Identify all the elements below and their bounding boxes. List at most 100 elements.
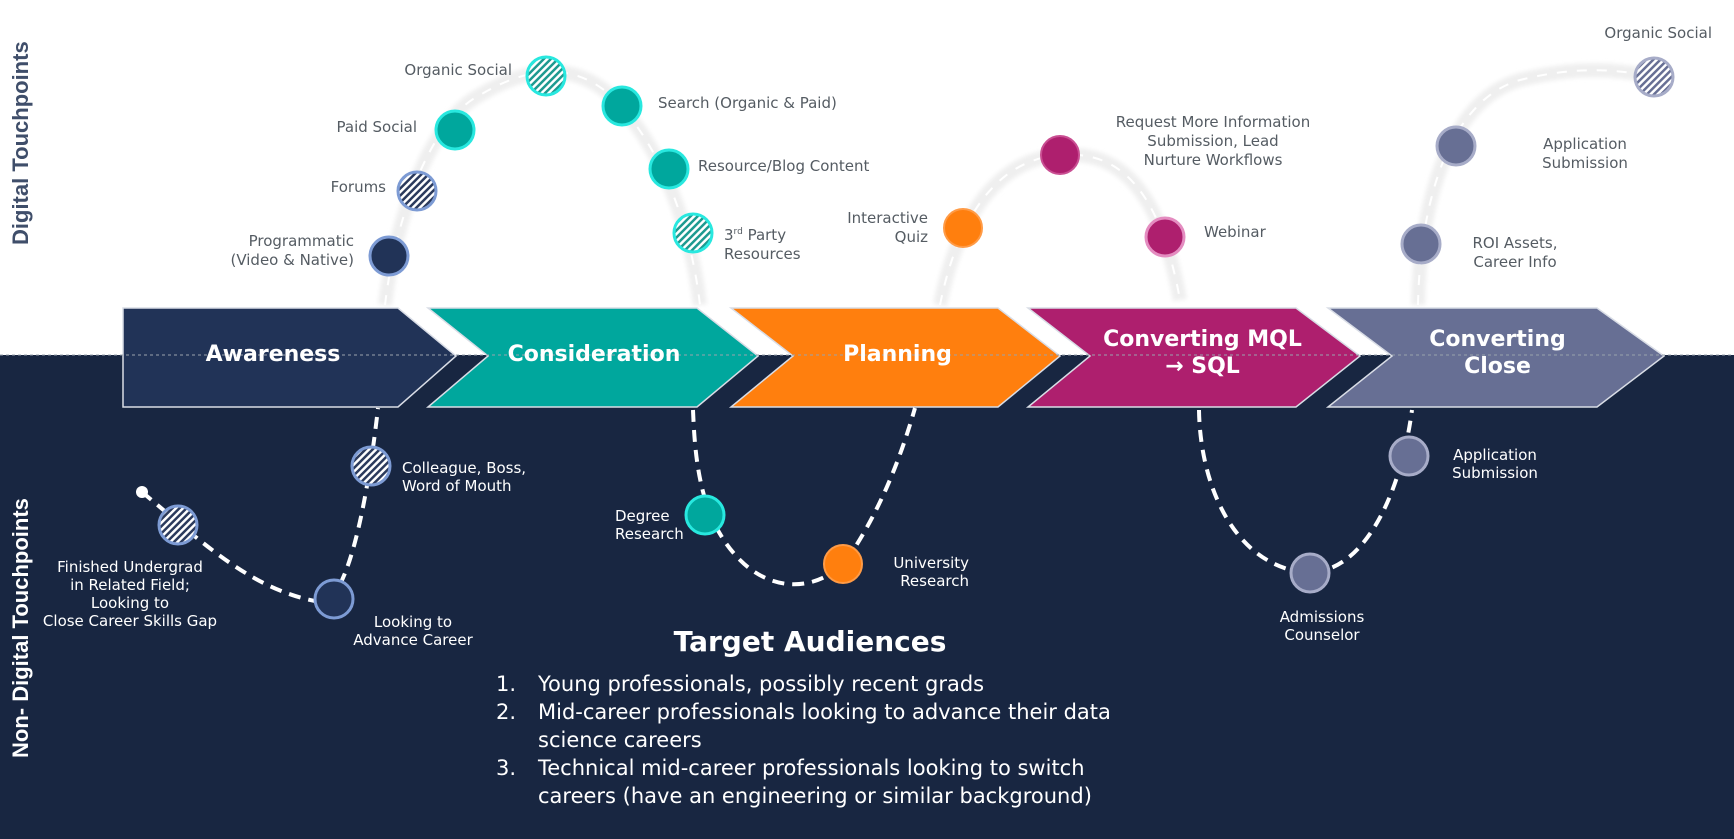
- touchpoint-paid-social[interactable]: [434, 109, 476, 151]
- label-roi-line1: ROI Assets,: [1472, 234, 1558, 252]
- label-degree-line1: Degree: [615, 507, 670, 525]
- label-admissions-line1: Admissions: [1279, 608, 1365, 626]
- label-programmatic-line2: (Video & Native): [230, 251, 354, 269]
- label-third-party-sup: rd: [733, 227, 743, 237]
- touchpoint-university-research[interactable]: [823, 544, 863, 584]
- label-admissions-line2: Counselor: [1284, 626, 1360, 644]
- label-rmi-line3: Nurture Workflows: [1143, 151, 1283, 169]
- digital-touchpoints-label: Digital Touchpoints: [8, 41, 33, 245]
- touchpoint-degree-research[interactable]: [684, 494, 726, 536]
- label-advance-line1: Looking to: [373, 613, 453, 631]
- audience-item-number: 2.: [496, 700, 517, 724]
- label-programmatic: Programmatic (Video & Native): [230, 232, 354, 270]
- touchpoint-colleague[interactable]: [350, 445, 392, 487]
- label-request-info: Request More Information Submission, Lea…: [1108, 113, 1318, 170]
- label-quiz-line2: Quiz: [894, 228, 928, 246]
- target-audiences-list: 1. Young professionals, possibly recent …: [490, 670, 1170, 810]
- stage-label-mql-sql-line2: → SQL: [1165, 354, 1240, 379]
- label-colleague-line2: Word of Mouth: [402, 477, 512, 495]
- label-third-party-line2: Resources: [724, 245, 801, 263]
- label-application-digital-line2: Submission: [1542, 154, 1628, 172]
- touchpoint-interactive-quiz[interactable]: [943, 208, 983, 248]
- label-webinar: Webinar: [1204, 223, 1266, 241]
- label-third-party: 3rd Party Resources: [724, 223, 801, 264]
- label-advance-career: Looking to Advance Career: [343, 613, 483, 649]
- audience-item-text: Technical mid-career professionals looki…: [538, 754, 1092, 810]
- audience-item-text: Mid-career professionals looking to adva…: [538, 698, 1111, 754]
- stage-chevron-mql-sql: [1025, 307, 1362, 408]
- stage-label-close-line2: Close: [1464, 354, 1531, 379]
- audience-item-line2: careers (have an engineering or similar …: [538, 784, 1092, 808]
- label-undergrad: Finished Undergrad in Related Field; Loo…: [30, 558, 230, 630]
- label-roi-assets: ROI Assets, Career Info: [1460, 234, 1570, 272]
- non-digital-path-curves: [140, 407, 1414, 604]
- stage-chevron-awareness: [122, 307, 458, 408]
- label-colleague-line1: Colleague, Boss,: [402, 459, 527, 477]
- label-application-nd-line2: Submission: [1452, 464, 1538, 482]
- digital-region-background: [0, 0, 1734, 355]
- label-university-line1: University: [893, 554, 969, 572]
- touchpoint-undergrad[interactable]: [157, 504, 199, 546]
- audience-item-line1: Technical mid-career professionals looki…: [538, 756, 1085, 780]
- label-third-party-prefix: 3: [724, 226, 734, 244]
- touchpoint-request-info[interactable]: [1040, 135, 1080, 175]
- non-digital-region-background: [0, 355, 1734, 839]
- label-rmi-line1: Request More Information: [1115, 113, 1311, 131]
- label-paid-social: Paid Social: [336, 118, 418, 136]
- label-university-research: University Research: [893, 554, 969, 590]
- touchpoint-application-non-digital[interactable]: [1388, 435, 1430, 477]
- label-organic-social-1: Organic Social: [404, 61, 512, 79]
- label-third-party-line1: 3rd Party: [724, 223, 801, 245]
- label-quiz-line1: Interactive: [847, 209, 928, 227]
- touchpoint-advance-career[interactable]: [313, 578, 355, 620]
- touchpoint-admissions-counselor[interactable]: [1289, 552, 1331, 594]
- label-application-nd-line1: Application: [1453, 446, 1537, 464]
- stage-chevron-planning: [728, 307, 1062, 408]
- stage-label-close-line1: Converting: [1429, 327, 1566, 352]
- stage-label-mql-sql: Converting MQL → SQL: [1060, 326, 1345, 380]
- label-degree-line2: Research: [615, 525, 684, 543]
- stage-chevron-consideration: [425, 307, 760, 408]
- audience-item-number: 3.: [496, 756, 517, 780]
- label-search: Search (Organic & Paid): [658, 94, 837, 112]
- non-digital-path-mql-close: [1197, 409, 1414, 575]
- touchpoint-blog-content[interactable]: [648, 148, 690, 190]
- label-undergrad-line4: Close Career Skills Gap: [42, 612, 218, 630]
- label-application-digital: Application Submission: [1530, 135, 1640, 173]
- audience-item: 1. Young professionals, possibly recent …: [490, 670, 1170, 698]
- label-undergrad-line1: Finished Undergrad: [57, 558, 203, 576]
- audience-item-line2: science careers: [538, 728, 702, 752]
- label-colleague: Colleague, Boss, Word of Mouth: [402, 459, 526, 495]
- target-audiences-title: Target Audiences: [673, 625, 947, 658]
- digital-touchpoint-markers: [368, 55, 1675, 277]
- label-programmatic-line1: Programmatic: [248, 232, 354, 250]
- audience-item: 3. Technical mid-career professionals lo…: [490, 754, 1170, 810]
- touchpoint-webinar[interactable]: [1144, 216, 1186, 258]
- label-admissions-counselor: Admissions Counselor: [1272, 608, 1372, 644]
- touchpoint-programmatic[interactable]: [368, 235, 410, 277]
- label-undergrad-line3: Looking to: [90, 594, 170, 612]
- stage-label-awareness: Awareness: [205, 342, 341, 367]
- audience-item: 2. Mid-career professionals looking to a…: [490, 698, 1170, 754]
- non-digital-path-consideration-planning: [691, 407, 917, 587]
- stage-chevrons: [0, 307, 1734, 408]
- label-rmi-line2: Submission, Lead: [1147, 132, 1279, 150]
- target-audiences-panel: Target Audiences 1. Young professionals,…: [490, 625, 1170, 810]
- audience-item-line1: Mid-career professionals looking to adva…: [538, 700, 1111, 724]
- label-third-party-rest: Party: [742, 226, 787, 244]
- touchpoint-application-digital[interactable]: [1435, 125, 1477, 167]
- touchpoint-organic-social-2[interactable]: [1633, 56, 1675, 98]
- stage-label-close: Converting Close: [1355, 326, 1640, 380]
- audience-item-line1: Young professionals, possibly recent gra…: [538, 672, 985, 696]
- label-application-non-digital: Application Submission: [1440, 446, 1550, 482]
- audience-item-number: 1.: [496, 672, 517, 696]
- touchpoint-organic-social-1[interactable]: [525, 55, 567, 97]
- label-blog-content: Resource/Blog Content: [698, 157, 870, 175]
- touchpoint-forums[interactable]: [396, 170, 438, 212]
- touchpoint-roi-assets[interactable]: [1400, 223, 1442, 265]
- label-organic-social-2: Organic Social: [1604, 24, 1712, 42]
- touchpoint-third-party[interactable]: [672, 212, 714, 254]
- touchpoint-search[interactable]: [601, 85, 643, 127]
- label-interactive-quiz: Interactive Quiz: [847, 209, 928, 247]
